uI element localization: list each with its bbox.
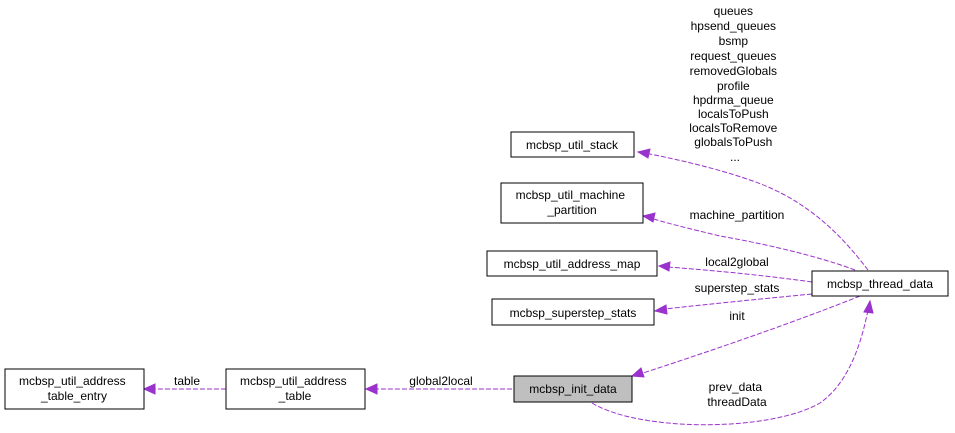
arrowhead-stack: [636, 148, 651, 159]
edge-stack-to-thread-data: [644, 152, 869, 271]
arrowhead-global2local: [364, 383, 378, 395]
node-label: mcbsp_init_data: [529, 382, 617, 396]
edge-label-local2global: local2global: [705, 255, 768, 269]
node-mcbsp-util-machine-partition[interactable]: mcbsp_util_machine _partition: [500, 182, 644, 224]
edge-label-thread-back: prev_data threadData: [707, 380, 767, 409]
node-label: mcbsp_util_address _table_entry: [19, 374, 129, 403]
edge-label-machine-partition: machine_partition: [690, 208, 785, 222]
edge-machine-partition-to-thread-data: [649, 217, 856, 271]
arrowhead-address-map: [657, 261, 671, 272]
edge-label-table: table: [174, 374, 200, 388]
arrowhead-thread-data: [863, 299, 874, 314]
arrowhead-machine-partition: [641, 212, 656, 223]
node-label: mcbsp_superstep_stats: [510, 306, 637, 320]
node-mcbsp-init-data[interactable]: mcbsp_init_data: [513, 375, 633, 403]
node-mcbsp-util-address-table[interactable]: mcbsp_util_address _table: [225, 368, 366, 410]
arrowhead-table: [142, 383, 156, 395]
node-mcbsp-thread-data[interactable]: mcbsp_thread_data: [811, 270, 949, 297]
node-label: mcbsp_util_machine _partition: [516, 188, 629, 217]
edge-superstep-stats-to-thread-data: [664, 293, 813, 310]
edge-label-global2local: global2local: [409, 374, 472, 388]
edge-address-map-to-thread-data: [667, 266, 813, 283]
edge-thread-data-to-init-data: [591, 309, 869, 426]
arrowhead-superstep-stats: [653, 304, 668, 315]
node-label: mcbsp_thread_data: [827, 277, 933, 291]
node-mcbsp-util-address-table-entry[interactable]: mcbsp_util_address _table_entry: [4, 368, 145, 410]
edge-label-init: init: [729, 309, 745, 323]
node-mcbsp-util-address-map[interactable]: mcbsp_util_address_map: [486, 250, 658, 277]
edge-label-superstep-stats: superstep_stats: [695, 281, 780, 295]
node-mcbsp-superstep-stats[interactable]: mcbsp_superstep_stats: [491, 298, 655, 326]
edge-label-stack-members: queues hpsend_queues bsmp request_queues…: [689, 4, 780, 164]
node-mcbsp-util-stack[interactable]: mcbsp_util_stack: [510, 131, 635, 158]
node-label: mcbsp_util_stack: [526, 138, 619, 152]
edge-init-data-to-thread-data: [639, 295, 861, 375]
node-label: mcbsp_util_address _table: [240, 374, 350, 403]
arrowhead-init: [630, 367, 645, 378]
node-label: mcbsp_util_address_map: [504, 257, 641, 271]
